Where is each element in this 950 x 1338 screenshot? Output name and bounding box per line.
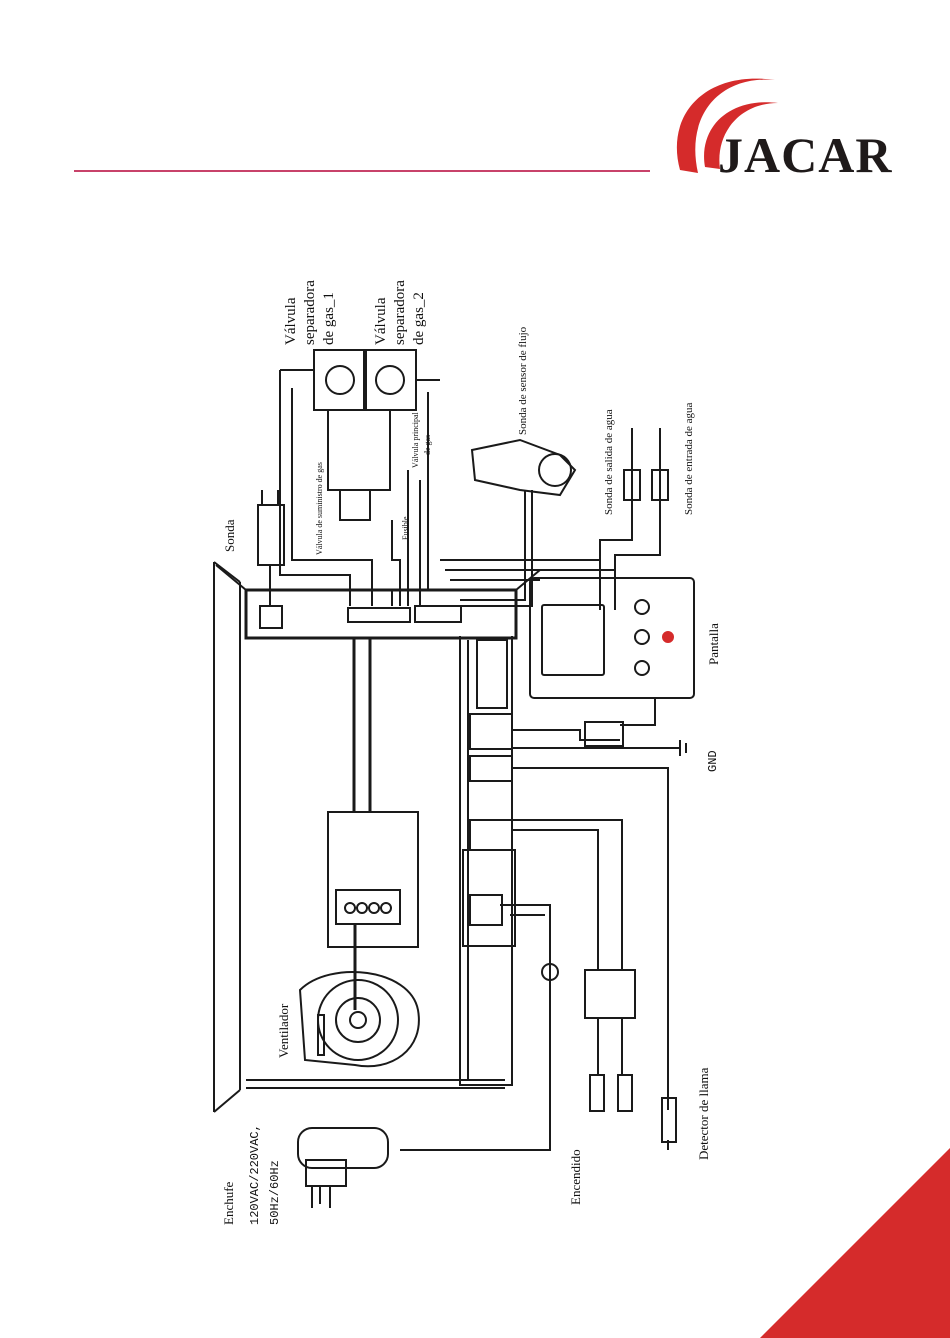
main-gas-valve: [328, 410, 390, 490]
outlet-probe-label: Sonda de salida de agua: [603, 409, 615, 515]
terminal-block-sonda: [260, 606, 282, 628]
voltage-label-2: 50Hz/60Hz: [268, 1160, 282, 1225]
ignition-connector: [470, 820, 512, 850]
valve2-label-l3: de gas_2: [411, 292, 427, 345]
fan-icon: [300, 972, 419, 1066]
terminal-block-probes: [415, 606, 461, 622]
gas-valve-2: [364, 350, 416, 410]
display-screen: [542, 605, 604, 675]
gnd-label: GND: [706, 750, 720, 772]
fan-controller: [328, 812, 418, 947]
ignition-transformer: [585, 970, 635, 1018]
encendido-label: Encendido: [568, 1149, 583, 1205]
valve2-label-l2: separadora: [392, 280, 408, 345]
display-connector: [470, 714, 512, 749]
gnd-connector: [470, 756, 512, 781]
gas-valve-1: [314, 350, 366, 410]
voltage-label-1: 120VAC/220VAC,: [248, 1124, 262, 1225]
pantalla-label: Pantalla: [706, 623, 721, 665]
supply-valve-label: Válvula de suministro de gas: [315, 462, 324, 555]
corner-accent: [760, 1148, 950, 1338]
ventilador-label: Ventilador: [276, 1003, 291, 1058]
main-valve-label-l2: de gas: [423, 435, 432, 455]
chassis-frame: [214, 562, 240, 1112]
plug-icon: [298, 1128, 388, 1208]
control-board: [246, 590, 516, 638]
inlet-probe-label: Sonda de entrada de agua: [683, 402, 695, 515]
terminal-block-valves: [348, 608, 410, 622]
sonda-label: Sonda: [222, 519, 237, 552]
valve1-label-l3: de gas_1: [321, 292, 337, 345]
fusible-label: Fusible: [401, 516, 410, 540]
valve1-label-l1: Válvula: [283, 297, 299, 345]
valve2-label-l1: Válvula: [373, 297, 389, 345]
flow-probe-label: Sonda de sensor de flujo: [517, 326, 529, 435]
side-rail: [460, 636, 512, 1085]
main-valve-label-l1: Válvula principal: [411, 411, 420, 468]
enchufe-label: Enchufe: [221, 1181, 236, 1225]
detector-label: Detector de llama: [696, 1067, 711, 1160]
flow-sensor-icon: [472, 440, 575, 495]
valve1-label-l2: separadora: [302, 280, 318, 345]
